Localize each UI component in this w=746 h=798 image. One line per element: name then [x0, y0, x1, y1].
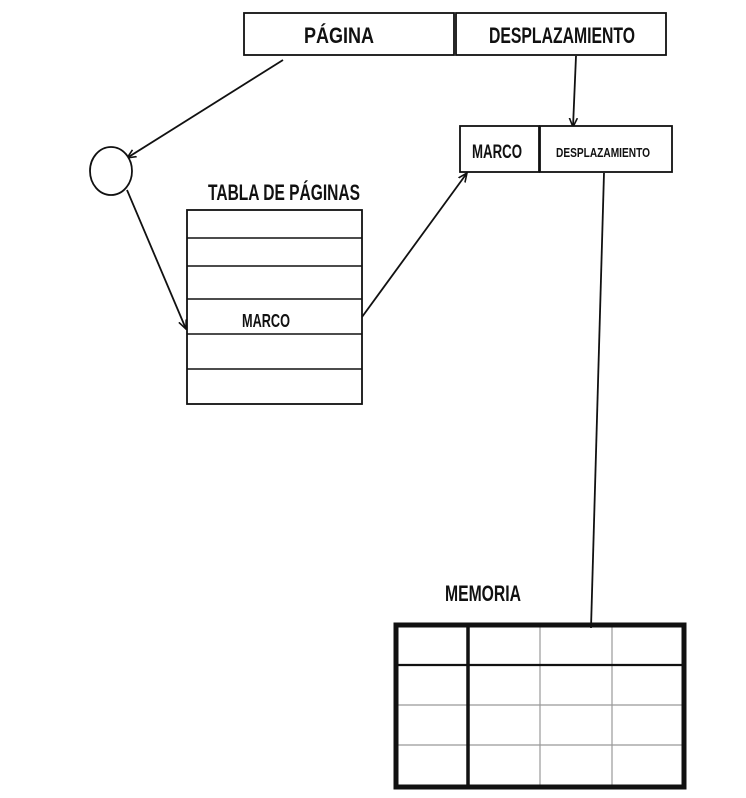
offset-field-box: [455, 12, 667, 56]
offset-to-memory-line: [590, 172, 605, 629]
page-table-title: TABLA DE PÁGINAS: [208, 180, 360, 205]
page-table: TABLA DE PÁGINAS MARCO: [186, 180, 363, 405]
frame-field-label: MARCO: [472, 142, 522, 163]
page-field-box: [243, 12, 455, 56]
physical-offset-field-box: [539, 125, 673, 173]
adder-circle: [89, 146, 133, 196]
page-to-circle-arrow: [127, 59, 284, 158]
logical-address: PÁGINA DESPLAZAMIENTO: [243, 12, 667, 56]
page-table-frame: [186, 209, 363, 405]
memory: MEMORIA: [393, 581, 687, 790]
memory-frame: [393, 622, 687, 790]
offset-to-offset-arrow: [573, 55, 576, 127]
circle-to-table-arrow: [126, 189, 186, 329]
table-to-frame-arrow: [361, 173, 467, 318]
page-field-label: PÁGINA: [304, 23, 374, 48]
physical-address: MARCO DESPLAZAMIENTO: [459, 125, 673, 173]
offset-field-label: DESPLAZAMIENTO: [489, 23, 635, 48]
frame-field-box: [459, 125, 540, 173]
memory-title: MEMORIA: [445, 581, 521, 606]
page-table-frame-entry: MARCO: [242, 311, 290, 331]
physical-offset-field-label: DESPLAZAMIENTO: [556, 145, 650, 160]
